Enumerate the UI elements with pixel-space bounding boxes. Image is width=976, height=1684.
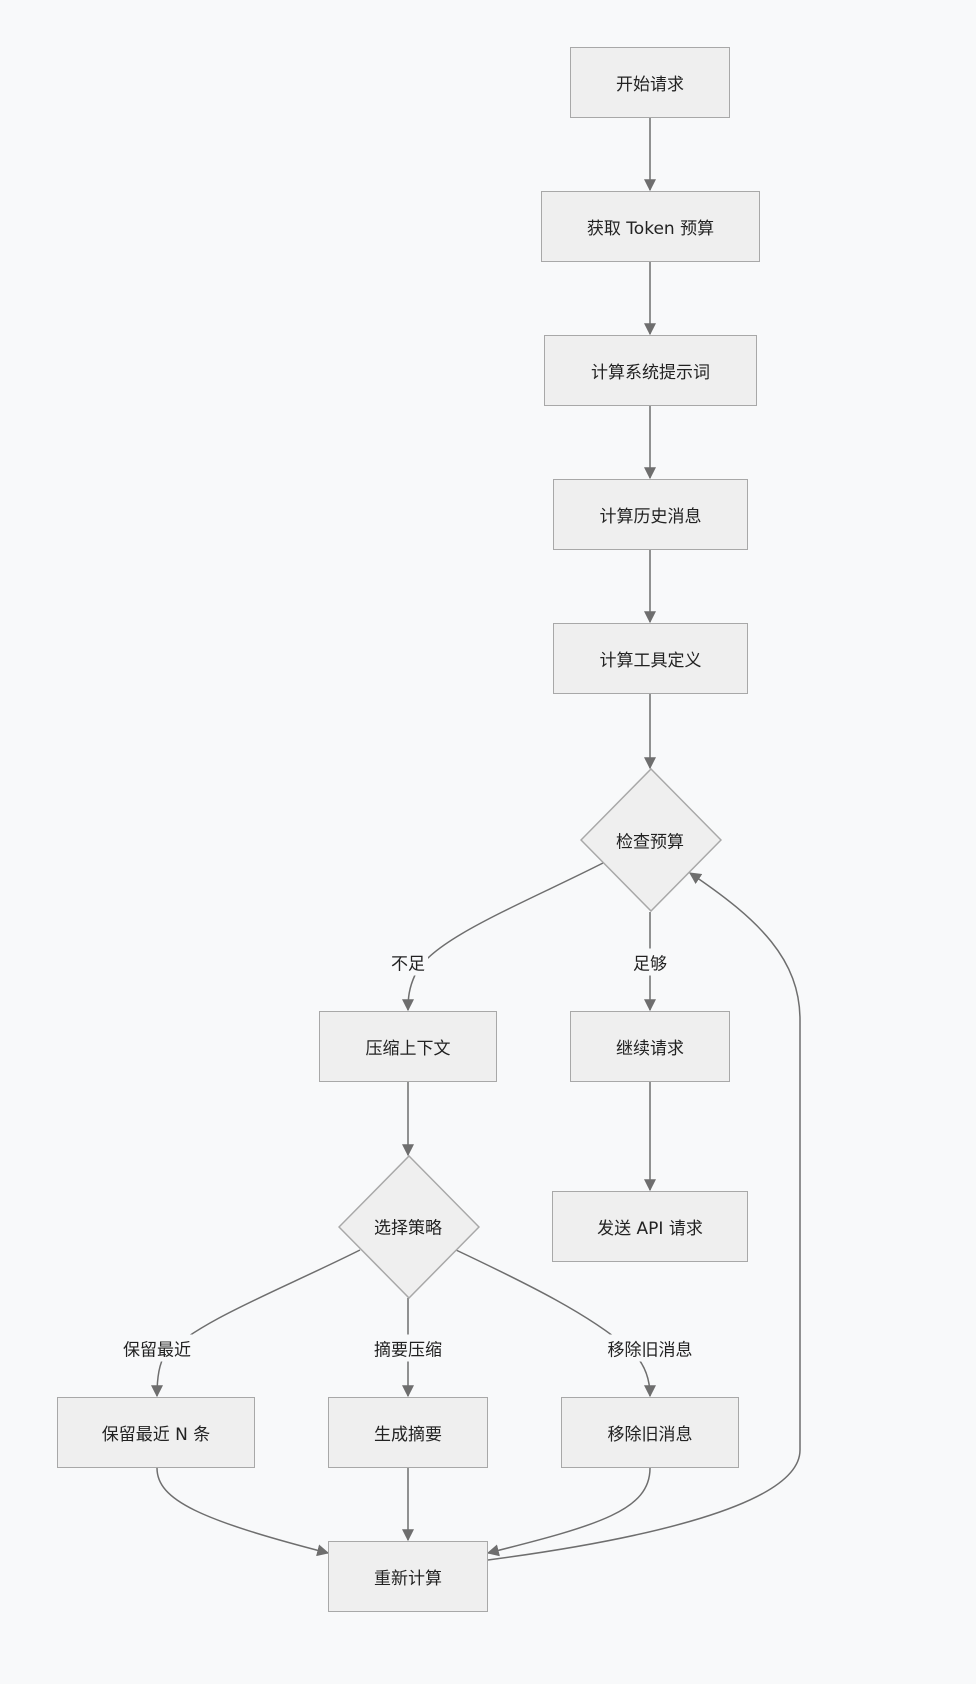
edge-label-sufficient: 足够 [630,948,670,976]
node-calc-system: 计算系统提示词 [544,335,757,406]
edge-recalc-to-check [487,872,801,1561]
node-continue: 继续请求 [570,1011,730,1082]
node-choose-strategy-shape [338,1155,480,1299]
edge-label-summary: 摘要压缩 [371,1334,445,1362]
node-gen-summary: 生成摘要 [328,1397,488,1468]
node-check-budget-shape [580,768,722,912]
edge-label-remove-old: 移除旧消息 [604,1334,696,1362]
edge-choose-to-remove [455,1249,656,1398]
node-choose-strategy: 选择策略 [374,1218,442,1239]
edge-remove-to-recalc [486,1467,651,1557]
node-start: 开始请求 [570,47,730,118]
node-remove-old: 移除旧消息 [561,1397,739,1468]
node-calc-tools: 计算工具定义 [553,623,748,694]
node-keep-recent: 保留最近 N 条 [57,1397,255,1468]
node-check-budget: 检查预算 [616,832,684,853]
node-calc-history: 计算历史消息 [553,479,748,550]
node-recalc: 重新计算 [328,1541,488,1612]
node-compress: 压缩上下文 [319,1011,497,1082]
edge-label-insufficient: 不足 [388,948,428,976]
edge-keep-to-recalc [156,1467,330,1557]
edge-label-keep-recent: 保留最近 [120,1334,194,1362]
edge-check-to-compress [402,862,604,1012]
node-send-api: 发送 API 请求 [552,1191,748,1262]
node-get-budget: 获取 Token 预算 [541,191,760,262]
edge-choose-to-keep [151,1249,361,1398]
